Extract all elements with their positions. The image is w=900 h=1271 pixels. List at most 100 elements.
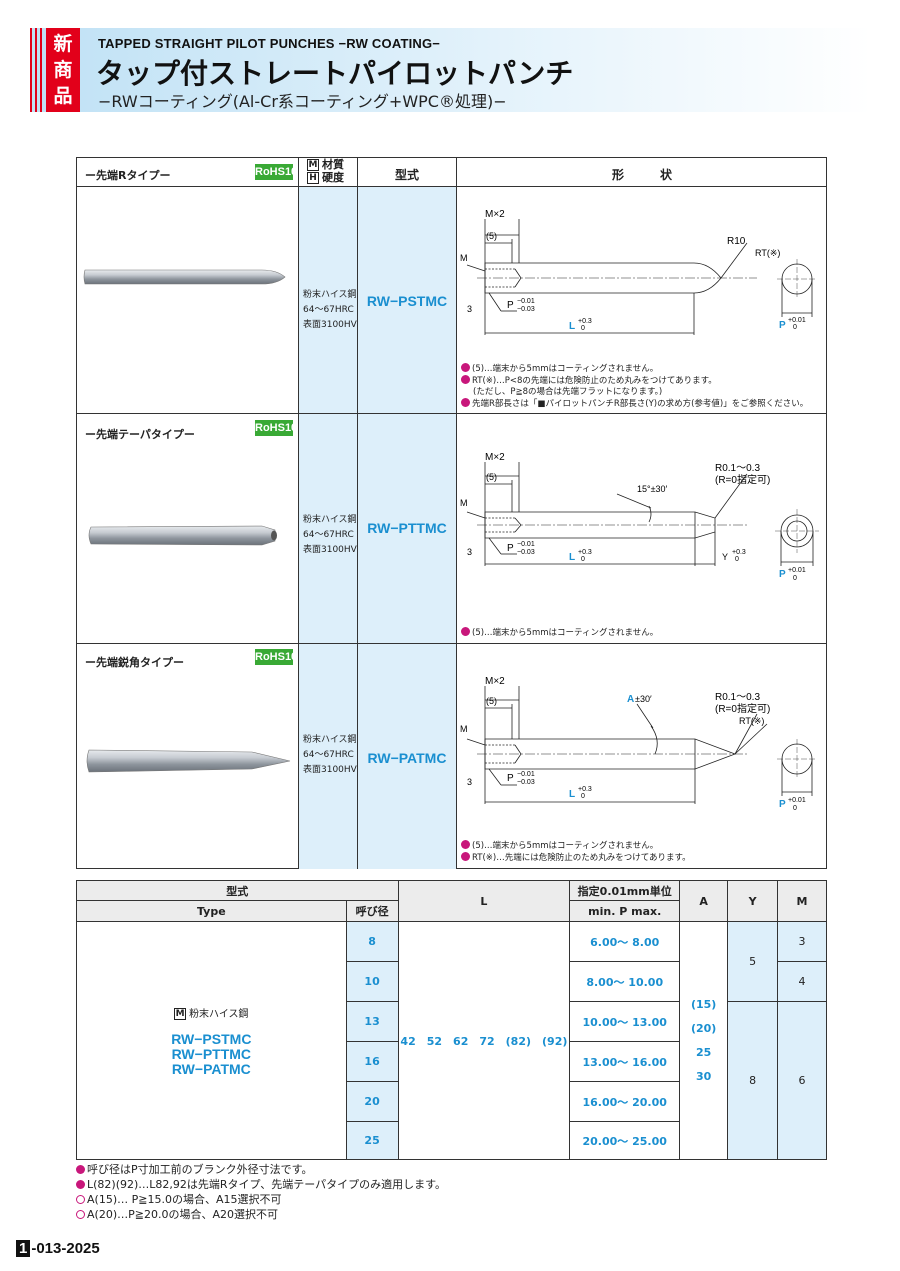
yobi-cell: 8 (345, 921, 399, 962)
material-line: 表面3100HV (303, 545, 357, 555)
divider (456, 158, 457, 868)
material-line: 64〜67HRC (303, 305, 354, 315)
dim-3: 3 (467, 304, 472, 314)
dim-angle-a: A (627, 694, 634, 705)
dim-pp-tol: +0.01 (788, 797, 806, 804)
subtitle: −RWコーティング(Al-Cr系コーティング+WPC®処理)− (98, 92, 507, 111)
note-text: (5)…端末から5mmはコーティングされません。 (472, 628, 659, 638)
spec-table: 型式 L 指定0.01mm単位 A Y M Type 呼び径 min. P ma… (76, 880, 827, 1160)
type-name: RW−PTTMC (171, 1045, 252, 1062)
punch-photo-taper-type (88, 525, 277, 546)
page-header: 新 商 品 TAPPED STRAIGHT PILOT PUNCHES −RW … (30, 28, 872, 112)
dim-pp: P (779, 320, 786, 331)
a-value: (15) (690, 997, 717, 1011)
dim-pp-tol: +0.01 (788, 567, 806, 574)
header-stripe (35, 28, 37, 112)
badge-char: 商 (53, 59, 73, 81)
header-p-range: min. P max. (569, 900, 681, 922)
yobi-cell: 25 (345, 1121, 399, 1160)
rohs-badge: RoHS10 (255, 649, 298, 665)
dim-l-tol: +0.3 (578, 786, 592, 793)
dim-l-tol: +0.3 (578, 549, 592, 556)
dim-l-tol: 0 (581, 793, 585, 800)
dim-l: L (569, 789, 575, 800)
dim-p-tol: −0.03 (517, 549, 535, 556)
material-line: 64〜67HRC (303, 530, 354, 540)
dim-rt: RT(※) (739, 716, 764, 726)
dim-m: M (460, 724, 468, 734)
header-a: A (679, 880, 729, 922)
dim-p-tol: −0.03 (517, 779, 535, 786)
y-value-cell: 5 (727, 921, 779, 1002)
dim-p: P (507, 773, 514, 784)
dim-r01: R0.1〜0.3 (715, 463, 760, 474)
dim-pp-tol: 0 (793, 805, 797, 812)
dim-rt: RT(※) (755, 248, 780, 258)
type-name: RW−PATMC (171, 1060, 251, 1077)
prohibited-icon (76, 1210, 85, 1219)
material-text: 粉末ハイス鋼 64〜67HRC 表面3100HV (303, 733, 357, 778)
divider (77, 413, 826, 414)
note-icon (461, 363, 470, 372)
dim-angle: 15°±30′ (637, 484, 668, 494)
header-material-label: 材質 (322, 158, 344, 171)
dim-mx2: M×2 (485, 452, 505, 463)
dim-m: M (460, 498, 468, 508)
header-yobi: 呼び径 (345, 900, 399, 922)
notes-r-type: (5)…端末から5mmはコーティングされません。 RT(※)…P<8の先端には危… (461, 363, 808, 410)
header-y: Y (727, 880, 779, 922)
a-value: (20) (690, 1021, 717, 1035)
note-text: RT(※)…先端には危険防止のため丸みをつけてあります。 (472, 853, 691, 863)
dim-mx2: M×2 (485, 209, 505, 220)
dim-p-tol: −0.03 (517, 306, 535, 313)
punch-photo-r-type (83, 269, 286, 285)
note-icon (461, 627, 470, 636)
dim-pp-tol: +0.01 (788, 317, 806, 324)
dim-r01: R0.1〜0.3 (715, 692, 760, 703)
dim-y-tol: +0.3 (732, 549, 746, 556)
dim-pp-tol: 0 (793, 324, 797, 331)
model-rw-pstmc: RW−PSTMC (366, 293, 448, 309)
material-text: 粉末ハイス鋼 64〜67HRC 表面3100HV (303, 513, 357, 558)
footnote-text: 呼び径はP寸加工前のブランク外径寸法です。 (87, 1163, 313, 1176)
m-symbol-icon: M (174, 1007, 187, 1020)
m-value-cell: 4 (777, 961, 827, 1002)
dim-3: 3 (467, 777, 472, 787)
a-value: 30 (695, 1069, 712, 1083)
l-values-cell: 42 52 62 72 (82) (92) (397, 921, 571, 1160)
header-l: L (397, 880, 571, 922)
dim-p-tol: −0.01 (517, 541, 535, 548)
note-text: (5)…端末から5mmはコーティングされません。 (472, 364, 659, 374)
header-type-jp: 型式 (76, 880, 399, 901)
material-line: 表面3100HV (303, 765, 357, 775)
material-line: 粉末ハイス鋼 (303, 515, 357, 525)
dim-y: Y (722, 552, 728, 562)
section-title-acute-type: ー先端鋭角タイプー (85, 656, 184, 669)
header-background (30, 28, 872, 112)
dim-p-tol: −0.01 (517, 771, 535, 778)
note-icon (461, 398, 470, 407)
dim-m: M (460, 253, 468, 263)
dim-r0: (R=0指定可) (715, 702, 770, 715)
dim-5: (5) (486, 696, 497, 706)
notes-taper-type: (5)…端末から5mmはコーティングされません。 (461, 627, 658, 639)
note-text: (ただし、P≧8の場合は先端フラットになります。) (473, 387, 663, 397)
p-range-cell: 6.00〜 8.00 (569, 921, 681, 962)
note-text: (5)…端末から5mmはコーティングされません。 (472, 841, 659, 851)
yobi-cell: 16 (345, 1041, 399, 1082)
dim-r0: (R=0指定可) (715, 473, 770, 486)
h-symbol-icon: H (307, 172, 319, 184)
yobi-cell: 13 (345, 1001, 399, 1042)
rohs-badge: RoHS10 (255, 420, 298, 436)
header-stripe (30, 28, 32, 112)
type-name: RW−PSTMC (171, 1030, 252, 1047)
dim-l-tol: +0.3 (578, 318, 592, 325)
punch-photo-acute-type (86, 749, 291, 773)
dim-r10: R10 (727, 236, 746, 247)
yobi-cell: 20 (345, 1081, 399, 1122)
divider (77, 643, 826, 644)
badge-char: 品 (53, 85, 73, 107)
model-rw-patmc: RW−PATMC (367, 750, 447, 766)
dim-l-tol: 0 (581, 556, 585, 563)
